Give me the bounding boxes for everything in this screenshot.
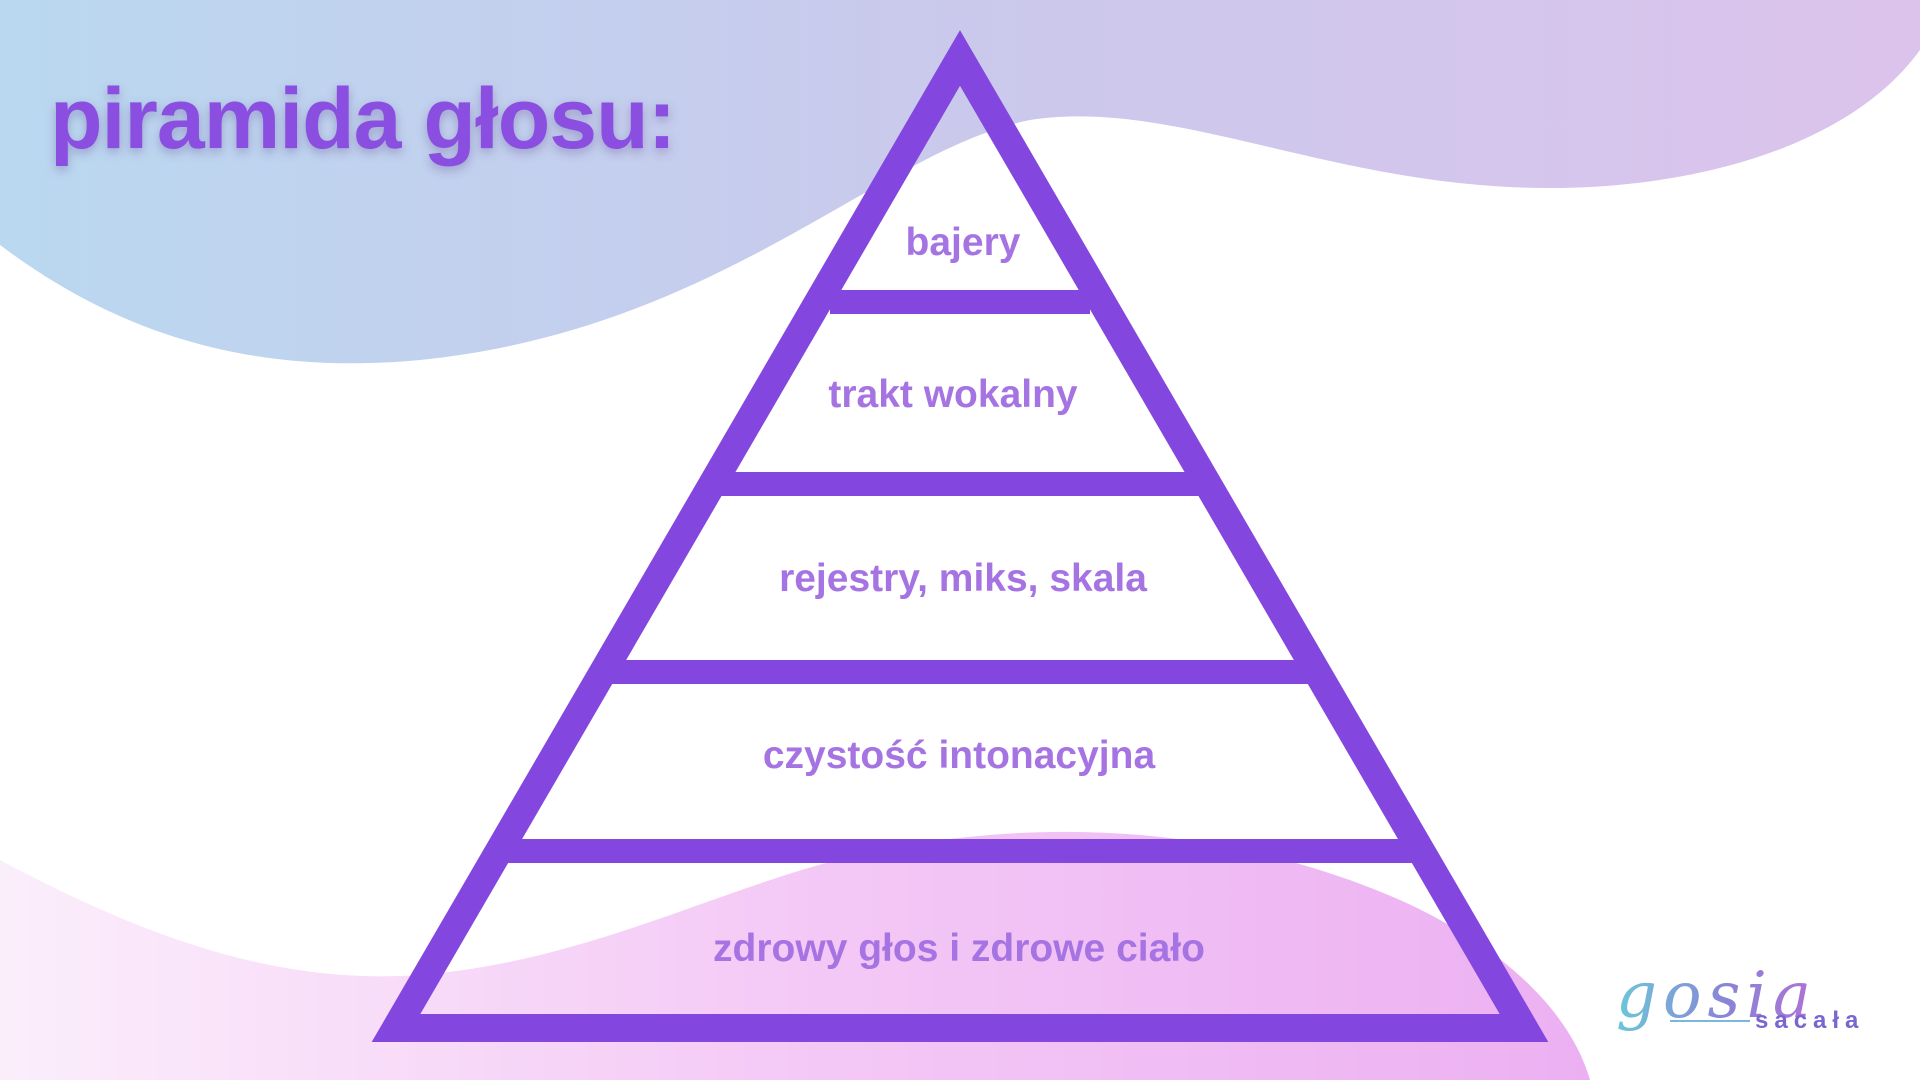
pyramid-layer-2-label: trakt wokalny (828, 373, 1078, 416)
logo-sub-text: sacała (1755, 1007, 1864, 1034)
page-title: piramida głosu: (50, 71, 676, 167)
pyramid-layer-3-label: rejestry, miks, skala (779, 557, 1147, 600)
pyramid-layer-1-label: bajery (906, 221, 1021, 264)
brand-logo: gosia sacała (1616, 959, 1864, 1034)
pyramid-layer-4-label: czystość intonacyjna (763, 734, 1156, 777)
pyramid-layer-5-label: zdrowy głos i zdrowe ciało (713, 927, 1205, 970)
top-wave (0, 0, 1920, 364)
pyramid-outline (371, 30, 1549, 1042)
